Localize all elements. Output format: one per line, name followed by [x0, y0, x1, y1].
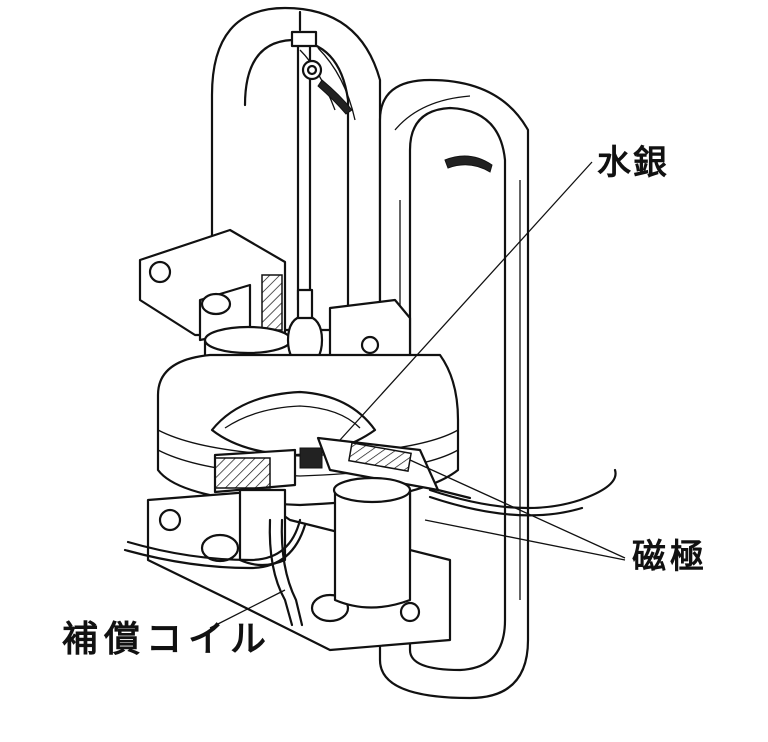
lower-bracket	[146, 490, 452, 652]
label-magnetic-poles: 磁極	[632, 537, 708, 577]
label-mercury: 水銀	[597, 143, 669, 183]
pole-shaft	[316, 436, 472, 500]
lead-wires	[123, 468, 617, 627]
lower-pole-pieces	[238, 476, 412, 609]
label-compensation-coil: 補償コイル	[62, 619, 273, 660]
suspension-rod	[290, 10, 323, 302]
leader-lines	[209, 161, 626, 629]
